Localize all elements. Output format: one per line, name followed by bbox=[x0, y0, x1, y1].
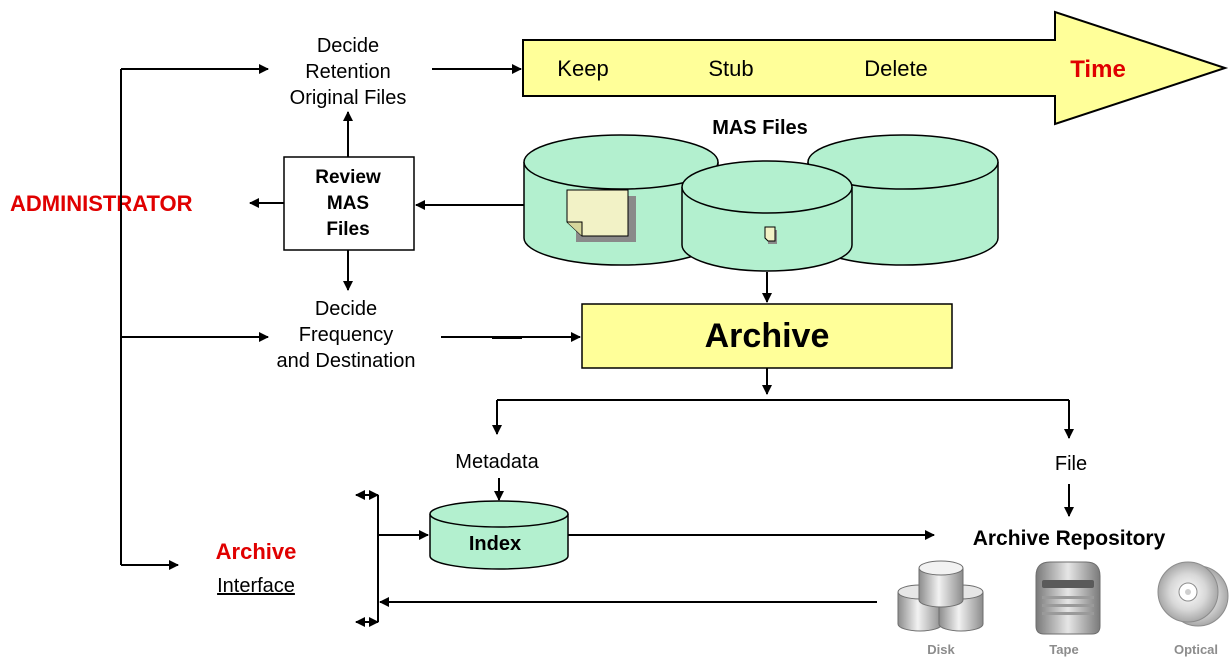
disk-icon bbox=[897, 560, 984, 632]
archive-label: Archive bbox=[705, 317, 830, 355]
decide-frequency-line2: Frequency bbox=[299, 324, 394, 346]
timeline-delete-label: Delete bbox=[864, 56, 928, 81]
index-cylinder-icon: Index bbox=[429, 500, 569, 570]
archive-interface-subtitle: Interface bbox=[217, 575, 295, 597]
review-box-line3: Files bbox=[326, 219, 369, 240]
review-box-line2: MAS bbox=[327, 193, 369, 214]
decide-retention-line2: Retention bbox=[305, 61, 391, 83]
connectors bbox=[120, 64, 1074, 627]
decide-retention-line1: Decide bbox=[317, 35, 379, 57]
administrator-label: ADMINISTRATOR bbox=[10, 191, 193, 216]
review-box-line1: Review bbox=[315, 167, 381, 188]
timeline-arrow: Keep Stub Delete Time bbox=[522, 10, 1229, 126]
index-label: Index bbox=[469, 533, 521, 555]
decide-frequency-line1: Decide bbox=[315, 298, 377, 320]
stub-document-icon bbox=[764, 226, 777, 244]
document-icon bbox=[566, 189, 636, 242]
mas-files-label: MAS Files bbox=[712, 117, 808, 139]
decide-frequency-line3: and Destination bbox=[277, 350, 416, 372]
decide-frequency-text: Decide Frequency and Destination bbox=[277, 298, 416, 372]
archive-repository-label: Archive Repository bbox=[973, 527, 1166, 550]
decide-retention-text: Decide Retention Original Files bbox=[290, 35, 407, 109]
timeline-stub-label: Stub bbox=[708, 56, 753, 81]
file-label: File bbox=[1055, 453, 1087, 475]
tape-label: Tape bbox=[1049, 642, 1078, 657]
decide-retention-line3: Original Files bbox=[290, 87, 407, 109]
tape-icon bbox=[1035, 561, 1101, 635]
archive-interface-title: Archive bbox=[216, 539, 297, 564]
mas-files-cylinders-icon bbox=[523, 134, 999, 272]
optical-label: Optical bbox=[1174, 642, 1218, 657]
review-mas-files-box: Review MAS Files bbox=[283, 156, 415, 251]
optical-icon bbox=[1157, 561, 1229, 627]
archive-box: Archive bbox=[581, 303, 953, 369]
timeline-keep-label: Keep bbox=[557, 56, 608, 81]
metadata-label: Metadata bbox=[455, 451, 539, 473]
disk-label: Disk bbox=[927, 642, 955, 657]
timeline-time-label: Time bbox=[1070, 56, 1126, 83]
